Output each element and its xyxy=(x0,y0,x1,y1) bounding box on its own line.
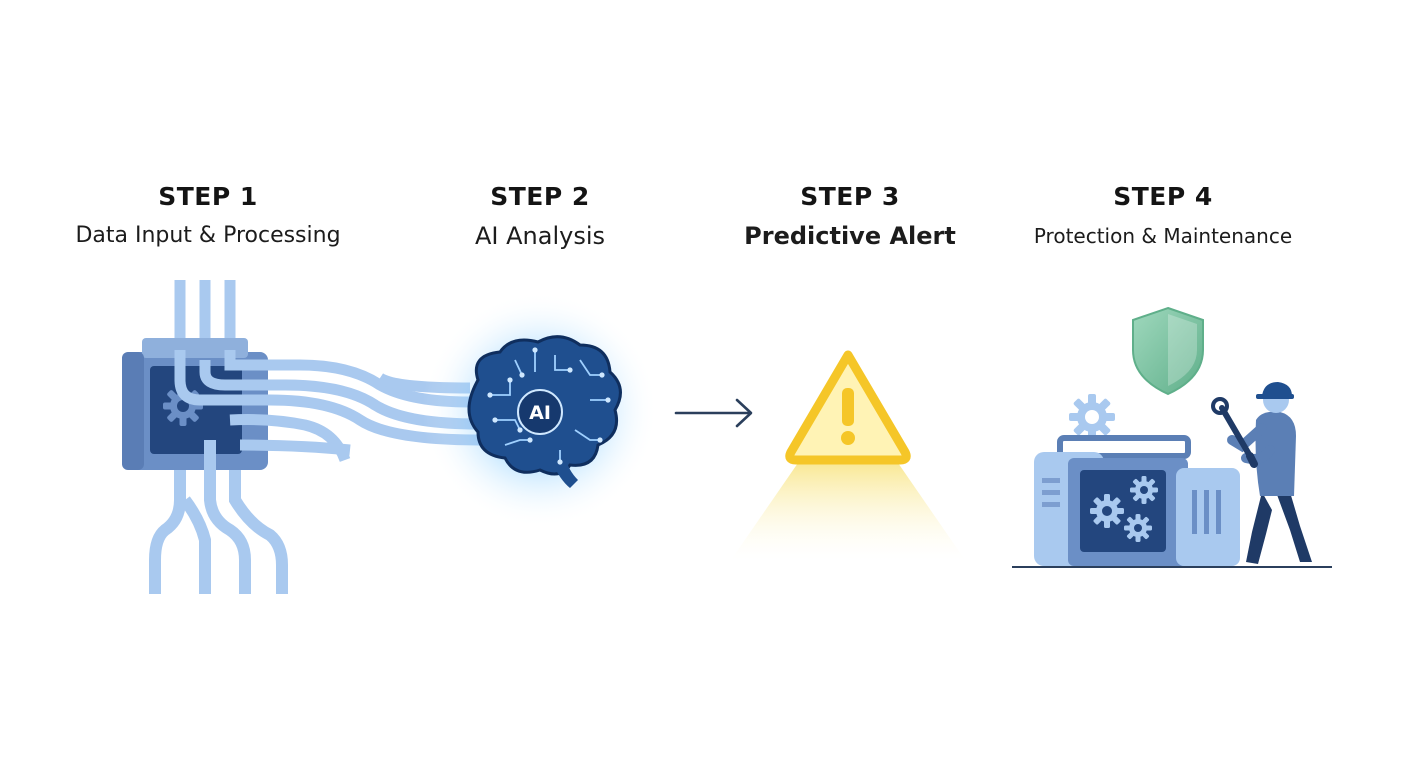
step-1-number: STEP 1 xyxy=(158,182,258,211)
shield-icon xyxy=(1132,306,1204,396)
arrow-right-icon xyxy=(674,398,753,428)
step-3-heading: STEP 3 Predictive Alert xyxy=(690,182,1010,251)
ai-brain-icon: AI xyxy=(422,292,658,528)
warning-triangle-icon xyxy=(731,350,965,560)
step-4-heading: STEP 4 Protection & Maintenance xyxy=(1003,182,1323,251)
step-4-title: Protection & Maintenance xyxy=(1033,224,1293,248)
technician-maintenance-icon xyxy=(1012,306,1332,568)
gear-icon xyxy=(1069,394,1115,440)
data-processor-icon xyxy=(122,280,481,594)
step-2-number: STEP 2 xyxy=(490,182,590,211)
step-2-title: AI Analysis xyxy=(474,222,605,250)
step-1-heading: STEP 1 Data Input & Processing xyxy=(48,182,368,251)
technician-figure xyxy=(1211,382,1312,564)
step-3-number: STEP 3 xyxy=(800,182,900,211)
step-4-number: STEP 4 xyxy=(1113,182,1213,211)
step-3-title: Predictive Alert xyxy=(744,222,956,250)
step-1-title: Data Input & Processing xyxy=(75,223,341,248)
ai-badge-label: AI xyxy=(529,402,551,424)
step-2-heading: STEP 2 AI Analysis xyxy=(380,182,700,251)
